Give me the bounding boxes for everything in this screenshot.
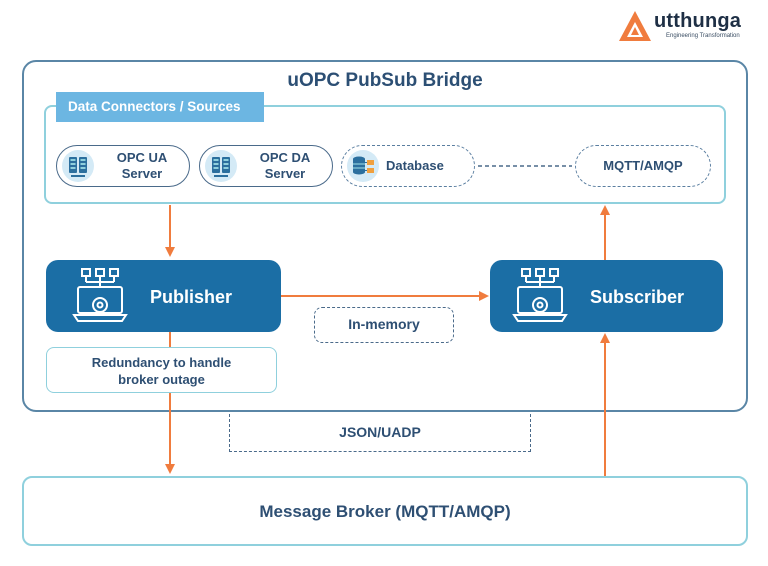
opc-da-line1: OPC DA: [259, 150, 311, 165]
json-uadp-label: JSON/UADP: [229, 414, 531, 452]
server-icon: [205, 150, 237, 182]
data-connectors-container: [44, 105, 726, 204]
publisher-label: Publisher: [150, 287, 233, 307]
server-icon: [62, 150, 94, 182]
bridge-title: uOPC PubSub Bridge: [287, 70, 483, 91]
redundancy-note: Redundancy to handle broker outage: [46, 347, 277, 393]
in-memory-label: In-memory: [314, 307, 454, 343]
redundancy-line1: Redundancy to handle: [91, 355, 232, 370]
subscriber-box: Subscriber: [490, 260, 723, 332]
utthunga-logo-mark-icon: [619, 11, 651, 41]
opc-da-line2: Server: [264, 166, 306, 181]
database-label: Database: [386, 158, 444, 173]
utthunga-logo: utthunga Engineering Transformation: [618, 10, 758, 46]
database-icon: [347, 150, 379, 182]
opc-ua-line1: OPC UA: [116, 150, 168, 165]
publisher-box: Publisher: [46, 260, 281, 332]
opc-da-server-node: OPC DA Server: [199, 145, 333, 187]
redundancy-line2: broker outage: [118, 372, 205, 387]
logo-wordmark: utthunga: [654, 10, 742, 32]
mqtt-amqp-source-node: MQTT/AMQP: [575, 145, 711, 187]
logo-tagline: Engineering Transformation: [666, 33, 740, 39]
database-node: Database: [341, 145, 475, 187]
opc-ua-server-node: OPC UA Server: [56, 145, 190, 187]
mqtt-amqp-source-label: MQTT/AMQP: [603, 158, 683, 173]
publisher-laptop-gear-icon: [72, 268, 128, 322]
data-connectors-label: Data Connectors / Sources: [56, 92, 264, 122]
opc-ua-line2: Server: [121, 166, 163, 181]
subscriber-laptop-gear-icon: [512, 268, 568, 322]
message-broker-box: Message Broker (MQTT/AMQP): [22, 476, 748, 546]
subscriber-label: Subscriber: [590, 287, 685, 307]
